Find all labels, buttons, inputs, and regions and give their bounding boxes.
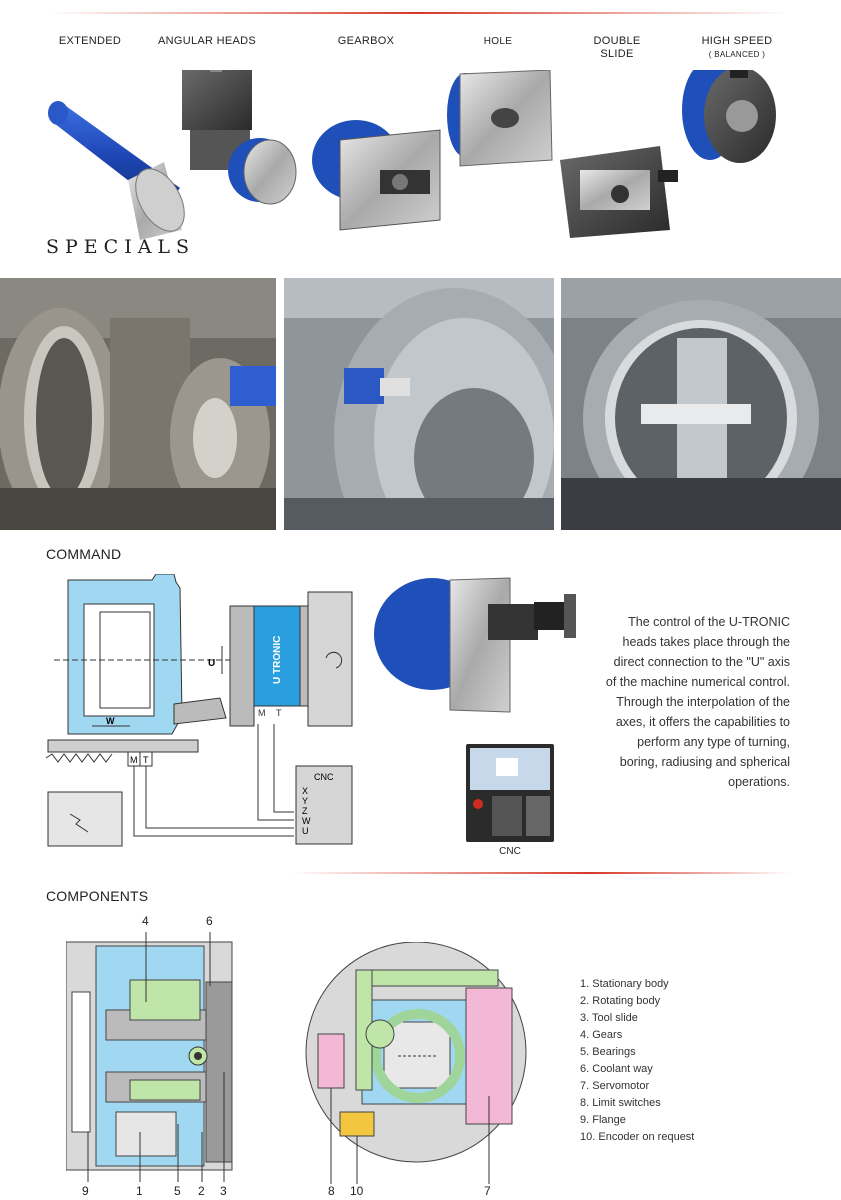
callout-7: 7 — [484, 1184, 491, 1198]
callout-9: 9 — [82, 1184, 89, 1198]
list-item: 8. Limit switches — [580, 1097, 661, 1109]
components-title: COMPONENTS — [46, 888, 149, 904]
components-front-diagram — [305, 942, 527, 1184]
diagram-axis-w: W — [302, 816, 311, 826]
list-item: 6. Coolant way — [580, 1063, 653, 1075]
callout-4: 4 — [142, 914, 149, 928]
diagram-axis-z: Z — [302, 806, 308, 816]
photo-ring-machining — [0, 278, 276, 530]
diagram-u-tronic-label: U TRONIC — [272, 636, 283, 684]
diagram-u-label: U — [208, 658, 215, 669]
diagram-t-label: T — [143, 755, 149, 765]
callout-6: 6 — [206, 914, 213, 928]
callout-3: 3 — [220, 1184, 227, 1198]
photo-graluce-ring — [561, 278, 841, 530]
product-images — [48, 70, 776, 240]
list-item: 4. Gears — [580, 1029, 623, 1041]
double-slide-image — [560, 146, 678, 238]
head-label-high-speed-sub: ( BALANCED ) — [708, 50, 766, 59]
list-item: 2. Rotating body — [580, 995, 661, 1007]
head-label-angular: ANGULAR HEADS — [157, 35, 257, 47]
angular-head-image — [182, 70, 297, 205]
cnc-caption: CNC — [499, 846, 521, 857]
head-label-high-speed: HIGH SPEED ( BALANCED ) — [690, 35, 784, 61]
cnc-panel-image — [466, 744, 554, 842]
command-description: The control of the U-TRONIC heads takes … — [605, 615, 790, 789]
list-item: 3. Tool slide — [580, 1012, 638, 1024]
diagram-w-label: W — [106, 716, 115, 726]
mid-divider — [290, 872, 790, 874]
high-speed-image — [682, 70, 776, 163]
list-item: 7. Servomotor — [580, 1080, 650, 1092]
callout-5: 5 — [174, 1184, 181, 1198]
callout-2: 2 — [198, 1184, 205, 1198]
head-label-hole: HOLE — [483, 36, 513, 47]
list-item: 1. Stationary body — [580, 978, 669, 990]
diagram-cnc-box-label: CNC — [314, 772, 334, 782]
diagram-head-t-label: T — [276, 708, 282, 718]
gearbox-image — [312, 120, 441, 231]
photo-large-ring — [284, 278, 554, 530]
u-tronic-head-image — [374, 577, 576, 713]
list-item: 9. Flange — [580, 1114, 626, 1126]
hole-head-image — [447, 70, 553, 167]
diagram-axis-y: Y — [302, 796, 308, 806]
callout-8: 8 — [328, 1184, 335, 1198]
list-item: 5. Bearings — [580, 1046, 636, 1058]
extended-head-image — [48, 101, 185, 240]
head-label-gearbox: GEARBOX — [337, 35, 395, 47]
components-list: 1. Stationary body 2. Rotating body 3. T… — [580, 976, 694, 1146]
callout-1: 1 — [136, 1184, 143, 1198]
list-item: 10. Encoder on request — [580, 1131, 695, 1143]
command-title: COMMAND — [46, 546, 122, 562]
diagram-m-label: M — [130, 755, 138, 765]
command-diagram: W M T U TRONIC M T U CNC X Y Z W U — [45, 574, 353, 847]
head-label-extended: EXTENDED — [58, 35, 122, 47]
diagram-head-m-label: M — [258, 708, 266, 718]
diagram-axis-u: U — [302, 826, 309, 836]
diagram-axis-x: X — [302, 786, 308, 796]
head-label-double-slide: DOUBLE SLIDE — [593, 35, 641, 60]
head-label-high-speed-main: HIGH SPEED — [701, 35, 773, 47]
specials-heading: SPECIALS — [46, 236, 196, 258]
top-divider — [48, 12, 788, 14]
components-section-diagram — [66, 932, 233, 1182]
callout-10: 10 — [350, 1184, 364, 1198]
